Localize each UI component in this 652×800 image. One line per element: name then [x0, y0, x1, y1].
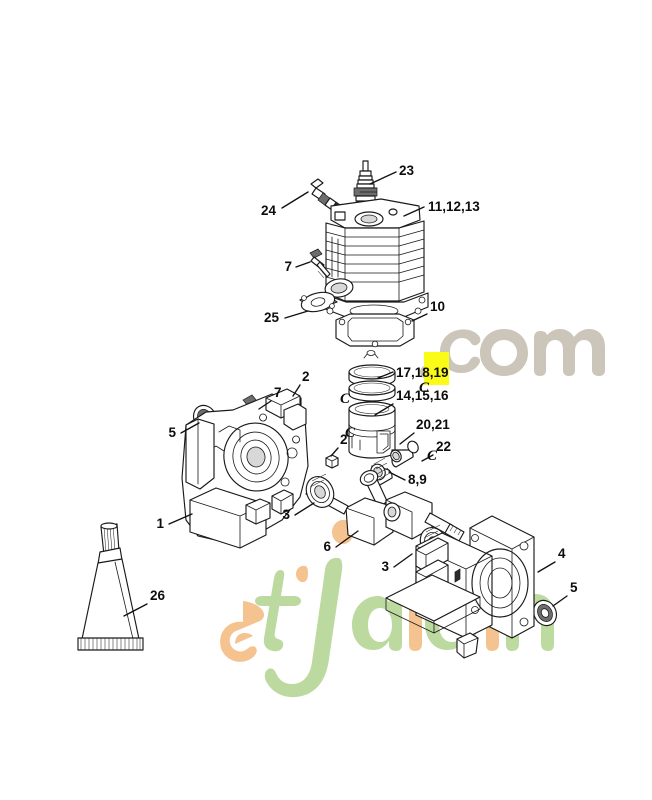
part-lubricant-tube — [77, 522, 144, 651]
callout-label: 20,21 — [416, 417, 450, 432]
callout-label: 22 — [436, 439, 451, 454]
callout-2: 2 — [292, 369, 310, 397]
circlip-symbol: C — [427, 448, 438, 464]
part-piston — [348, 401, 396, 459]
leader-line — [537, 561, 556, 573]
highlight-box-17-18-19 — [424, 352, 449, 385]
part-cylinder-gasket — [335, 313, 415, 348]
callout-label: 14,15,16 — [396, 388, 449, 403]
callout-23: 23 — [369, 163, 415, 185]
callout-1: 1 — [156, 513, 193, 531]
callout-label: 7 — [274, 385, 282, 400]
leader-line — [388, 471, 406, 481]
leader-line — [295, 261, 311, 268]
callout-24: 24 — [261, 191, 309, 218]
callout-8-9: 8,9 — [388, 471, 427, 487]
part-crankcase-left — [181, 388, 309, 549]
leader-line — [552, 595, 568, 607]
callout-label: 25 — [264, 310, 280, 325]
callout-10: 10 — [411, 299, 445, 322]
callout-14-15-16: 14,15,16 — [374, 388, 449, 416]
callout-25: 25 — [264, 310, 309, 325]
callout-5: 5 — [168, 422, 200, 440]
leader-line — [292, 384, 301, 397]
leader-line — [281, 191, 309, 209]
callout-5: 5 — [552, 580, 578, 607]
circlip-symbol: C — [419, 380, 430, 396]
callout-11-12-13: 11,12,13 — [403, 199, 480, 217]
callout-label: 8,9 — [408, 472, 427, 487]
callout-22: 22 — [421, 439, 451, 462]
callout-label: 26 — [150, 588, 166, 603]
leader-line — [411, 313, 428, 322]
part-cylinder — [319, 198, 429, 318]
callout-label: 6 — [323, 539, 331, 554]
callout-7: 7 — [258, 385, 282, 410]
callout-label: 23 — [399, 163, 415, 178]
part-intake-gasket — [299, 291, 338, 313]
circlip-layer: C C C C — [340, 380, 438, 464]
part-piston-pin — [390, 440, 419, 468]
leader-line — [284, 310, 309, 319]
leader-line — [403, 206, 425, 217]
callout-label: 4 — [558, 546, 566, 561]
part-bearing-left — [305, 473, 335, 508]
leader-line — [123, 603, 148, 617]
callout-label: 7 — [284, 259, 292, 274]
circlip-symbol: C — [345, 425, 356, 441]
leader-line — [369, 171, 397, 185]
callout-label: 17,18,19 — [396, 365, 449, 380]
leader-line — [258, 400, 272, 410]
callout-7: 7 — [284, 259, 311, 274]
callout-4: 4 — [537, 546, 566, 573]
part-oil-seal-right — [532, 599, 558, 627]
part-nut-lower — [325, 454, 339, 469]
callout-6: 6 — [323, 530, 359, 554]
part-crankcase-right — [385, 515, 535, 659]
callout-label: 24 — [261, 203, 277, 218]
part-piston-rings — [348, 350, 396, 402]
leader-line — [393, 553, 413, 568]
callout-label: 3 — [282, 507, 290, 522]
callout-17-18-19: 17,18,19 — [377, 365, 449, 380]
callout-label: 5 — [570, 580, 578, 595]
leader-line — [377, 371, 394, 379]
leader-line — [330, 447, 339, 457]
leader-line — [294, 502, 315, 516]
circlip-symbol: C — [340, 391, 351, 407]
callout-3: 3 — [381, 553, 413, 574]
callout-label: 1 — [156, 516, 164, 531]
callout-label: 3 — [381, 559, 389, 574]
callout-2: 2 — [330, 432, 348, 457]
leader-line — [335, 530, 359, 548]
part-spline-screw-upper — [309, 248, 331, 279]
leader-line — [374, 403, 394, 416]
leader-line — [180, 422, 200, 434]
callout-label: 5 — [168, 425, 176, 440]
leader-line — [399, 432, 415, 445]
callout-20-21: 20,21 — [399, 417, 450, 445]
part-crankshaft — [305, 470, 465, 546]
callout-label: 11,12,13 — [428, 199, 480, 214]
leader-line — [421, 454, 434, 462]
leader-line — [168, 513, 193, 525]
callout-label: 10 — [430, 299, 445, 314]
callout-26: 26 — [123, 588, 166, 617]
callout-label: 2 — [302, 369, 310, 384]
callout-3: 3 — [282, 502, 315, 522]
callout-label: 2 — [340, 432, 348, 447]
